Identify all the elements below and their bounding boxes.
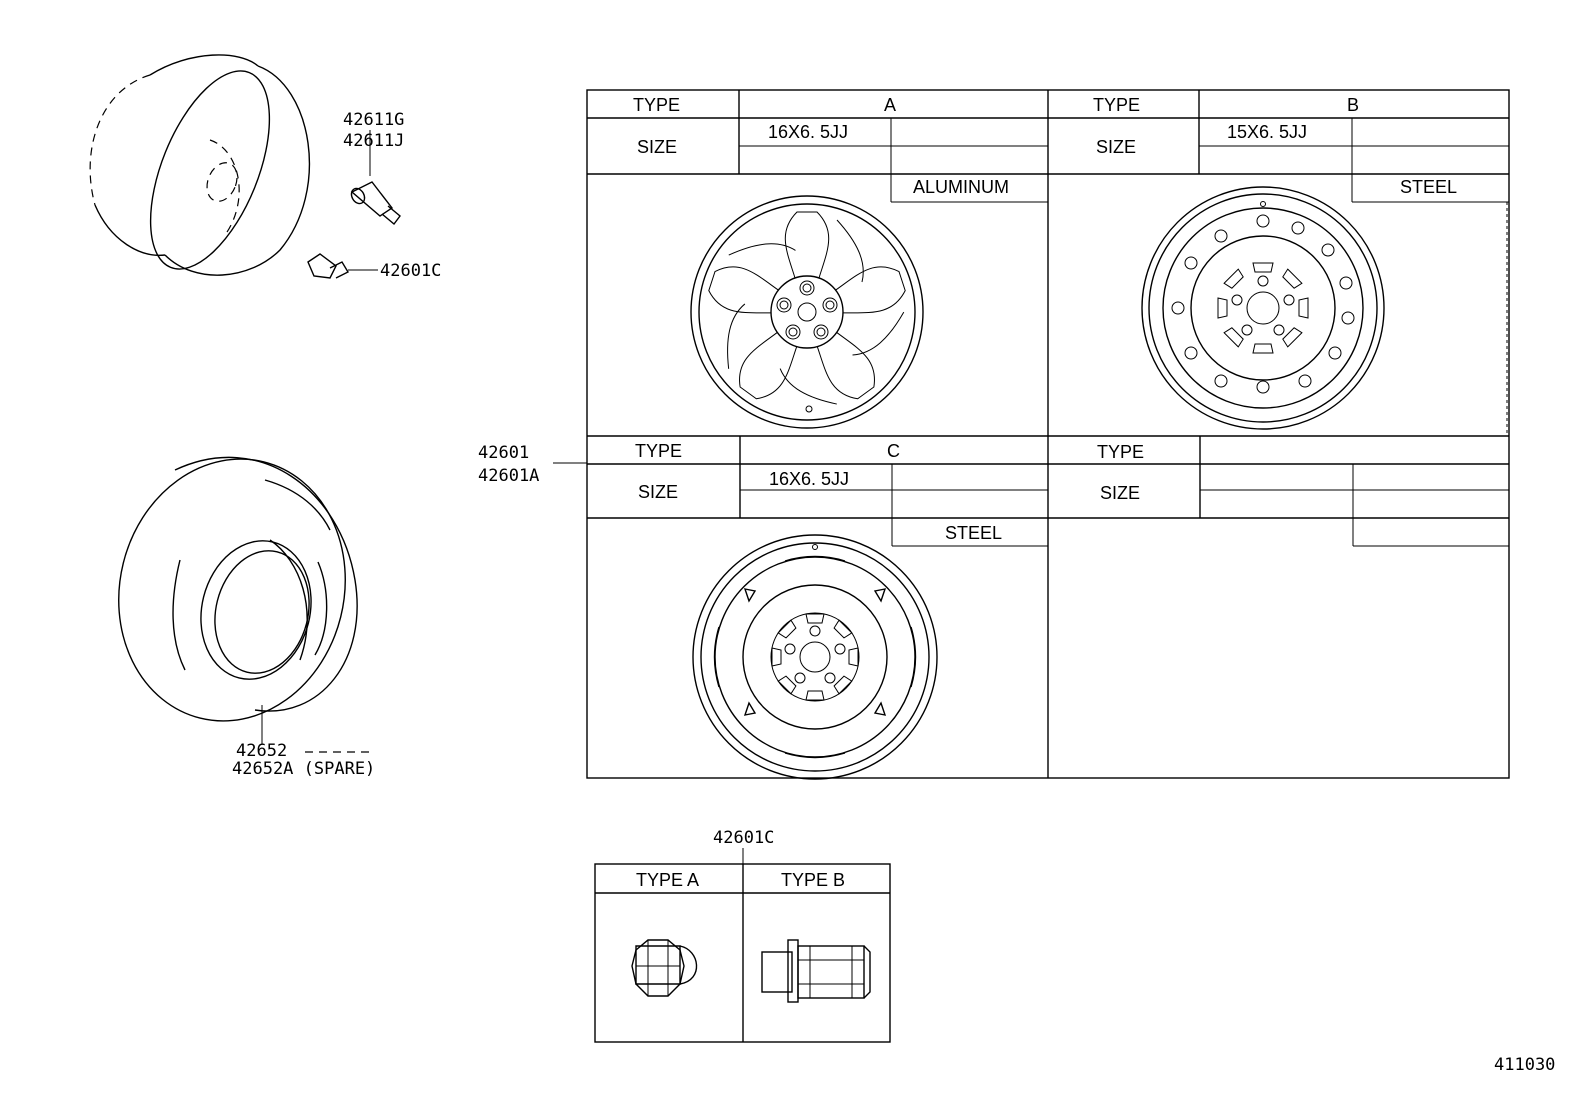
acorn-nut-icon [631, 939, 698, 997]
nut-type-table [594, 863, 891, 1043]
type-label-a: TYPE [633, 95, 680, 115]
size-label-c: SIZE [638, 482, 678, 502]
type-value-c: C [887, 441, 900, 461]
type-label-c: TYPE [635, 441, 682, 461]
steel-wheel-b-icon [1141, 186, 1385, 430]
type-label-d: TYPE [1097, 442, 1144, 462]
valve-stem-icon [350, 130, 401, 226]
material-a: ALUMINUM [913, 177, 1009, 197]
figure-number: 411030 [1494, 1055, 1555, 1075]
callout-valve-b: 42611J [343, 131, 404, 151]
steel-wheel-c-icon [692, 534, 938, 780]
callout-valve-a: 42611G [343, 110, 404, 130]
size-label-b: SIZE [1096, 137, 1136, 157]
type-label-b: TYPE [1093, 95, 1140, 115]
wheel-spec-table [586, 89, 1510, 779]
wheel-face [149, 70, 271, 270]
material-c: STEEL [945, 523, 1002, 543]
aluminum-wheel-icon [690, 195, 924, 429]
size-value-a: 16X6. 5JJ [768, 122, 848, 142]
lug-nut-small-icon [307, 253, 378, 279]
wheel-drawing [89, 54, 310, 276]
tire-drawing [118, 456, 375, 753]
callout-tire-b: 42652A (SPARE) [232, 759, 375, 779]
callout-tire-a: 42652 [236, 741, 287, 761]
wheel-hub [206, 162, 238, 202]
type-value-b: B [1347, 95, 1359, 115]
size-value-b: 15X6. 5JJ [1227, 122, 1307, 142]
size-label-a: SIZE [637, 137, 677, 157]
nut-type-b-header: TYPE B [781, 870, 845, 890]
material-b: STEEL [1400, 177, 1457, 197]
callout-wheel-b: 42601A [478, 466, 539, 486]
callout-nut-table: 42601C [713, 828, 774, 848]
flange-nut-icon [761, 939, 871, 1003]
type-value-a: A [884, 95, 896, 115]
callout-nut: 42601C [380, 261, 441, 281]
size-value-c: 16X6. 5JJ [769, 469, 849, 489]
callout-wheel-a: 42601 [478, 443, 529, 463]
size-label-d: SIZE [1100, 483, 1140, 503]
nut-type-a-header: TYPE A [636, 870, 699, 890]
